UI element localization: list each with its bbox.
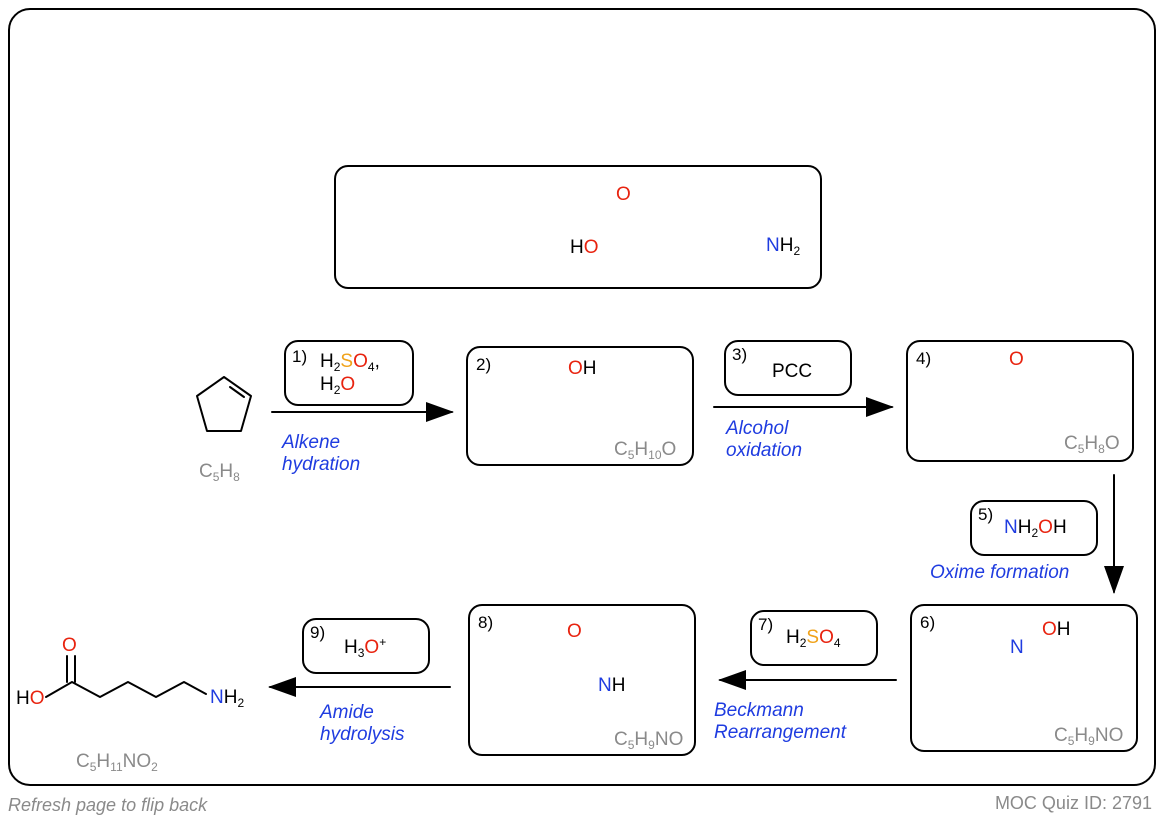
step-9-reagent: H3O+ <box>344 635 387 660</box>
step-7-reagent-box <box>750 610 878 666</box>
product-o-top: O <box>62 635 77 656</box>
refresh-hint: Refresh page to flip back <box>8 795 208 815</box>
step-7-reagent: H2SO4 <box>786 627 841 650</box>
step-1-reagent-line1: H2SO4, <box>320 351 380 374</box>
product-nh2-label: NH2 <box>210 687 245 710</box>
step-3-reagent: PCC <box>772 361 813 382</box>
step-2-oh-label: OH <box>568 358 597 379</box>
start-formula: C5H8 <box>199 461 240 484</box>
step-4-product-box <box>906 340 1134 462</box>
step-3-number: 3) <box>732 345 748 364</box>
step-6-product-box <box>910 604 1138 752</box>
step-5-reagent: NH2OH <box>1004 517 1067 540</box>
step-9-number: 9) <box>310 623 326 642</box>
step-4-formula: C5H8O <box>1064 433 1120 456</box>
step-2-product-box <box>466 346 694 466</box>
start-cyclopentene <box>196 376 252 432</box>
step-1-reagent-line2: H2O <box>320 374 356 397</box>
product-formula: C5H11NO2 <box>76 751 158 774</box>
step-1-reagent-box <box>284 340 414 406</box>
step-5-condition: Oxime formation <box>930 562 1070 583</box>
step-6-number: 6) <box>920 613 936 632</box>
quiz-id: MOC Quiz ID: 2791 <box>994 793 1152 813</box>
step-1-number: 1) <box>292 347 308 366</box>
step-5-number: 5) <box>978 505 994 524</box>
question-o-top: O <box>616 184 631 205</box>
step-8-o-label: O <box>567 621 582 642</box>
product-ho-label: HO <box>16 688 45 709</box>
step-6-n-label: N <box>1010 637 1024 658</box>
step-7-number: 7) <box>758 615 774 634</box>
question-nh2-label: NH2 <box>766 235 801 258</box>
step-8-product-box <box>468 604 696 756</box>
quiz-card[interactable] <box>8 8 1156 786</box>
step-5-reagent-box <box>970 500 1098 556</box>
step-4-number: 4) <box>916 349 932 368</box>
step-8-nh-label: NH <box>598 675 626 696</box>
step-9-reagent-box <box>302 618 430 674</box>
step-2-formula: C5H10O <box>614 439 677 462</box>
step-6-formula: C5H9NO <box>1054 725 1124 748</box>
question-ho-label: HO <box>570 237 599 258</box>
step-6-oh-label: OH <box>1042 619 1071 640</box>
step-4-o-label: O <box>1009 349 1024 370</box>
product-aminopentanoic-acid <box>45 655 207 698</box>
step-2-number: 2) <box>476 355 492 374</box>
step-8-number: 8) <box>478 613 494 632</box>
step-8-formula: C5H9NO <box>614 729 684 752</box>
question-box <box>334 165 822 289</box>
step-3-reagent-box <box>724 340 852 396</box>
